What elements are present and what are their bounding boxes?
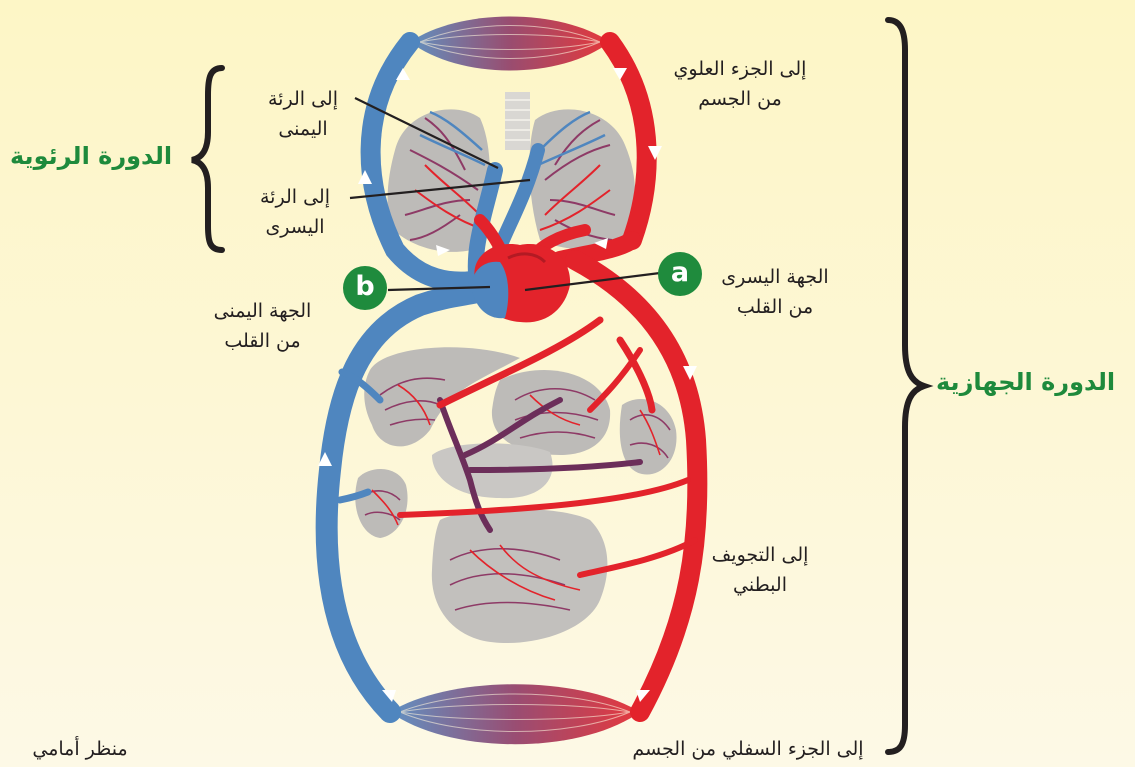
brace-systemic: [888, 20, 924, 752]
brace-pulmonary: [192, 68, 222, 250]
abdominal-cavity-label: إلى التجويف البطني: [690, 540, 830, 600]
left-heart-label: الجهة اليسرى من القلب: [700, 262, 850, 322]
right-heart-label: الجهة اليمنى من القلب: [190, 296, 335, 356]
pulmonary-circulation-heading: الدورة الرئوية: [10, 142, 172, 170]
lower-body-label: إلى الجزء السفلي من الجسم: [612, 734, 884, 764]
lower-body-capillaries: [390, 684, 640, 744]
left-lung-label-line2: اليسرى: [240, 212, 350, 242]
abdominal-cavity-label-line1: إلى التجويف: [690, 540, 830, 570]
right-heart-label-line2: من القلب: [190, 326, 335, 356]
left-lung-label: إلى الرئة اليسرى: [240, 182, 350, 242]
abdominal-cavity-label-line2: البطني: [690, 570, 830, 600]
view-label: منظر أمامي: [25, 734, 135, 764]
heart: [472, 244, 570, 322]
systemic-circulation-heading: الدورة الجهازية: [936, 368, 1115, 396]
upper-body-label: إلى الجزء العلوي من الجسم: [655, 54, 825, 114]
upper-body-label-line2: من الجسم: [655, 84, 825, 114]
left-heart-label-line2: من القلب: [700, 292, 850, 322]
right-lung-label: إلى الرئة اليمنى: [248, 84, 358, 144]
trachea: [505, 92, 530, 150]
right-lung-label-line1: إلى الرئة: [248, 84, 358, 114]
upper-body-label-line1: إلى الجزء العلوي: [655, 54, 825, 84]
upper-body-capillaries: [410, 17, 610, 71]
right-heart-label-line1: الجهة اليمنى: [190, 296, 335, 326]
marker-b-badge: b: [343, 266, 387, 310]
left-heart-label-line1: الجهة اليسرى: [700, 262, 850, 292]
right-lung-label-line2: اليمنى: [248, 114, 358, 144]
left-lung-label-line1: إلى الرئة: [240, 182, 350, 212]
marker-a-badge: a: [658, 252, 702, 296]
